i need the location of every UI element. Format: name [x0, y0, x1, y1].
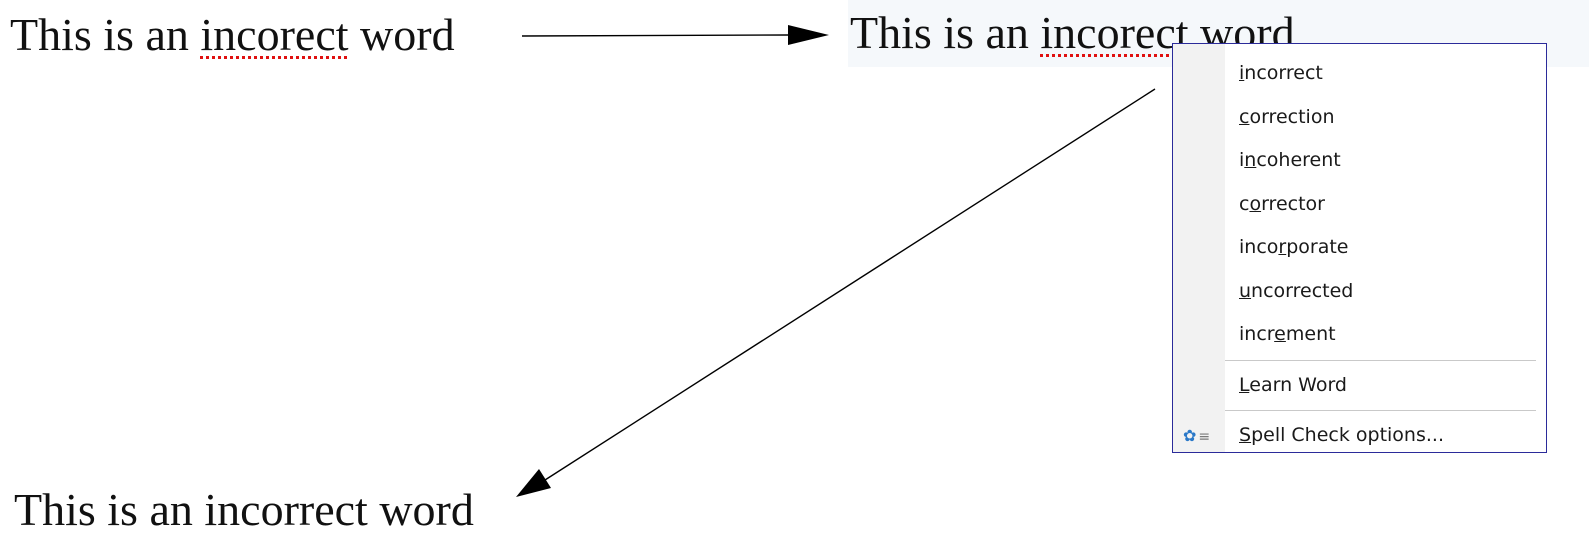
- menu-items: incorrect correction incoherent correcto…: [1173, 52, 1546, 458]
- suggestion-incorrect[interactable]: incorrect: [1239, 62, 1323, 84]
- arrow-down-left: [516, 88, 1156, 497]
- corrected-sentence: This is an incorrect word: [14, 484, 474, 535]
- menu-icon-gutter: [1173, 44, 1225, 452]
- menu-separator: [1225, 410, 1536, 411]
- learn-word-item[interactable]: Learn Word: [1239, 373, 1347, 396]
- arrow-right: [521, 25, 829, 45]
- document-sentence: This is an incorect word: [850, 10, 1295, 56]
- spellcheck-context-menu: incorrect correction incoherent correcto…: [1172, 43, 1547, 453]
- gear-list-icon: ✿≡: [1183, 426, 1211, 445]
- sentence-suffix: word: [348, 9, 455, 60]
- spell-check-options-item[interactable]: ✿≡Spell Check options...: [1173, 414, 1546, 458]
- suggestion-correction[interactable]: correction: [1239, 105, 1335, 128]
- suggestion-increment[interactable]: increment: [1239, 323, 1336, 345]
- doc-misspelled-word[interactable]: incorect: [1040, 7, 1189, 58]
- doc-sentence-prefix: This is an: [850, 7, 1041, 58]
- suggestion-corrector[interactable]: corrector: [1239, 192, 1325, 215]
- original-sentence: This is an incorect word: [10, 12, 455, 58]
- misspelled-word: incorect: [200, 9, 349, 60]
- menu-separator: [1225, 359, 1536, 361]
- suggestion-incoherent[interactable]: incoherent: [1239, 149, 1341, 171]
- suggestion-incorporate[interactable]: incorporate: [1239, 236, 1349, 258]
- sentence-prefix: This is an: [10, 9, 201, 60]
- suggestion-uncorrected[interactable]: uncorrected: [1239, 279, 1354, 302]
